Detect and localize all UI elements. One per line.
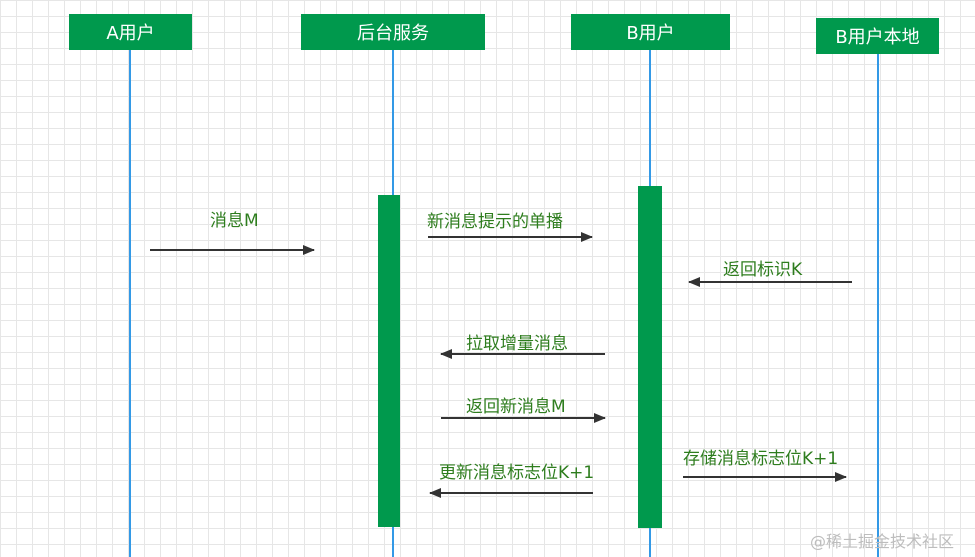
label-update-flag: 更新消息标志位K+1 [439,463,595,483]
lifeline-a-user [129,50,131,557]
actor-b-user: B用户 [571,14,730,50]
label-store-flag: 存储消息标志位K+1 [683,449,839,469]
label-return-id-k: 返回标识K [723,260,803,280]
activation-b-user [638,186,662,528]
label-msg-m: 消息M [210,211,259,231]
watermark: @稀土掘金技术社区 [810,532,955,551]
actor-backend-label: 后台服务 [357,23,429,44]
actor-b-local: B用户本地 [816,18,939,54]
lifeline-b-local [877,54,879,557]
actor-b-local-label: B用户本地 [835,27,920,48]
activation-backend [378,195,400,527]
actor-b-user-label: B用户 [626,23,675,44]
actor-a-user: A用户 [69,14,192,50]
actor-backend: 后台服务 [301,14,485,50]
label-return-new-msg-m: 返回新消息M [466,397,566,417]
label-pull-incremental: 拉取增量消息 [466,334,568,354]
label-new-msg-unicast: 新消息提示的单播 [427,212,563,232]
actor-a-user-label: A用户 [106,23,155,44]
